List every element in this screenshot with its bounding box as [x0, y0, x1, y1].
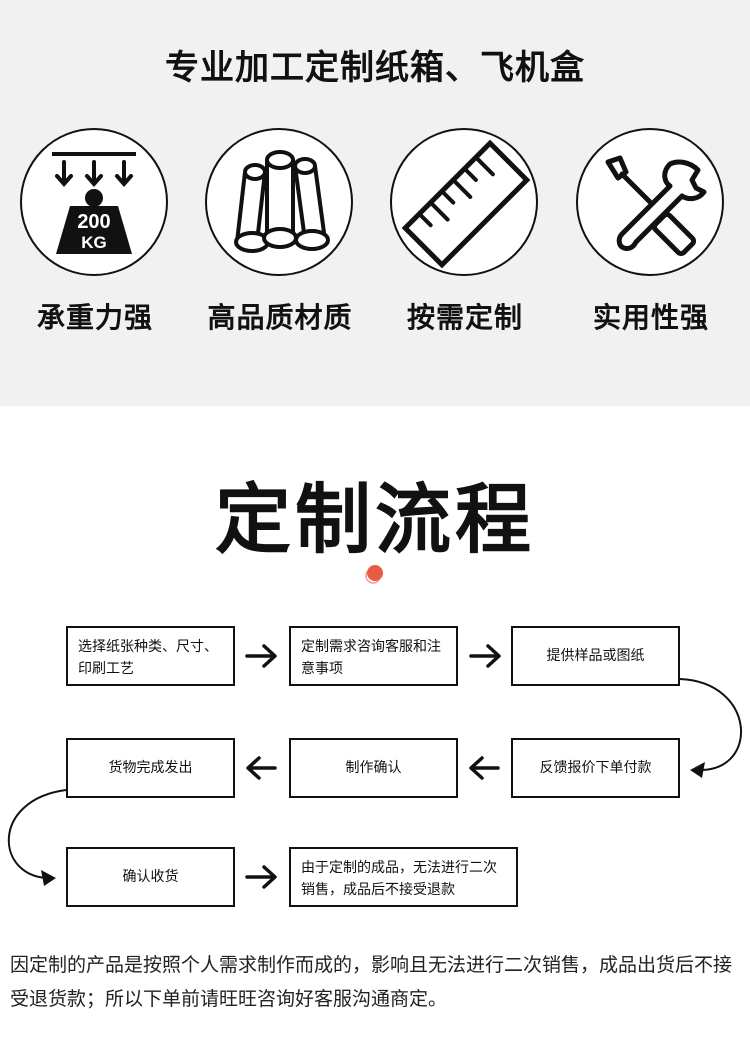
footnote-text: 因定制的产品是按照个人需求制作而成的，影响且无法进行二次销售，成品出货后不接受退…: [10, 954, 733, 1010]
arrow-right-icon: [469, 644, 501, 668]
feature-custom-made: 按需定制: [390, 128, 540, 334]
weight-200kg-icon: 200 KG: [52, 152, 136, 254]
feature-practical: 实用性强: [576, 128, 726, 334]
arrow-left-icon: [246, 756, 277, 780]
tools-icon: [605, 155, 707, 257]
paper-rolls-icon: [234, 150, 330, 253]
arrow-head-icon: [41, 870, 56, 886]
process-step-consult: 定制需求咨询客服和注意事项: [289, 626, 458, 686]
feature-circle: [390, 128, 538, 276]
arrow-right-icon: [245, 865, 277, 889]
ruler-icon: [401, 139, 531, 269]
feature-circle: [205, 128, 353, 276]
feature-circle: 200 KG: [20, 128, 168, 276]
process-step-quote-payment: 反馈报价下单付款: [511, 738, 680, 798]
feature-quality-material: 高品质材质: [205, 128, 355, 334]
process-step-shipping: 货物完成发出: [66, 738, 235, 798]
curve-arrow-down: [679, 678, 743, 771]
feature-label: 高品质材质: [207, 301, 353, 334]
arrow-right-icon: [245, 644, 277, 668]
feature-label: 实用性强: [592, 301, 709, 334]
accent-dot-icon: [365, 565, 383, 584]
process-step-no-refund-notice: 由于定制的成品，无法进行二次销售，成品后不接受退款: [289, 847, 518, 907]
process-step-confirm-receipt: 确认收货: [66, 847, 235, 907]
page-headline: 专业加工定制纸箱、飞机盒: [165, 48, 585, 88]
weight-value-text: 200: [77, 211, 110, 233]
process-step-select-paper: 选择纸张种类、尺寸、印刷工艺: [66, 626, 235, 686]
arrow-head-icon: [690, 762, 705, 778]
process-step-provide-sample: 提供样品或图纸: [511, 626, 680, 686]
curve-arrow-down: [7, 789, 67, 879]
feature-circle: [576, 128, 724, 276]
process-title: 定制流程: [215, 475, 535, 564]
process-step-production-confirm: 制作确认: [289, 738, 458, 798]
weight-unit-text: KG: [81, 233, 107, 252]
feature-label: 承重力强: [36, 301, 153, 334]
feature-label: 按需定制: [406, 301, 523, 334]
arrow-left-icon: [469, 756, 500, 780]
feature-load-bearing: 200 KG 承重力强: [20, 128, 170, 334]
